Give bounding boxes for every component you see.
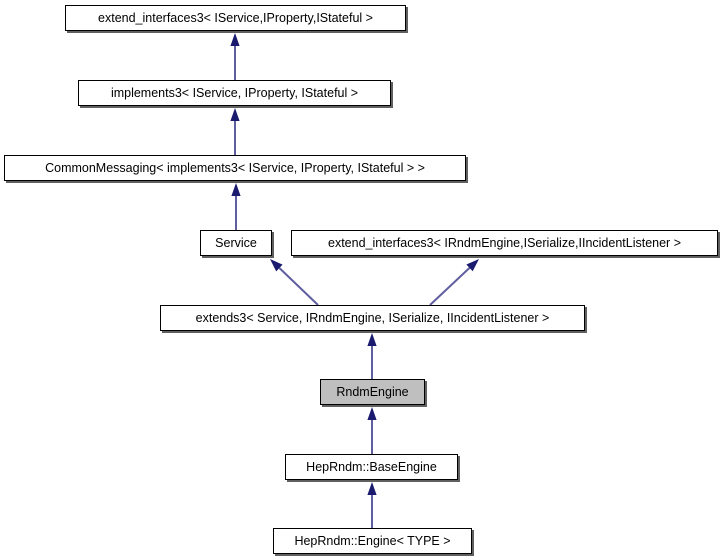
edge-arrowhead — [367, 333, 377, 346]
edge-line — [278, 267, 319, 306]
class-node-label: CommonMessaging< implements3< IService, … — [45, 160, 425, 175]
class-node-rndm-engine[interactable]: RndmEngine — [320, 379, 425, 405]
class-node-label: HepRndm::BaseEngine — [306, 459, 437, 474]
class-node-service[interactable]: Service — [200, 230, 272, 256]
class-node-label: implements3< IService, IProperty, IState… — [110, 85, 359, 100]
edge-arrowhead — [230, 33, 240, 46]
class-node-implements3[interactable]: implements3< IService, IProperty, IState… — [78, 80, 391, 106]
class-node-label: extends3< Service, IRndmEngine, ISeriali… — [195, 310, 550, 325]
edge-arrowhead — [230, 108, 240, 121]
edge-arrowhead — [367, 482, 377, 495]
class-node-extend-interfaces3-rndm[interactable]: extend_interfaces3< IRndmEngine,ISeriali… — [291, 230, 718, 256]
edge-arrowhead — [367, 407, 377, 420]
edge-line — [429, 267, 471, 306]
inheritance-edge — [367, 407, 377, 454]
class-node-label: extend_interfaces3< IService,IProperty,I… — [98, 10, 373, 25]
class-node-label: HepRndm::Engine< TYPE > — [294, 533, 451, 548]
edge-arrowhead — [231, 183, 241, 196]
class-node-hep-base-engine[interactable]: HepRndm::BaseEngine — [285, 454, 458, 480]
class-node-common-messaging[interactable]: CommonMessaging< implements3< IService, … — [4, 155, 466, 181]
inheritance-edge — [367, 333, 377, 379]
class-node-label: RndmEngine — [336, 384, 409, 399]
inheritance-edge — [367, 482, 377, 528]
inheritance-edge — [429, 259, 479, 306]
class-node-extend-interfaces3-service[interactable]: extend_interfaces3< IService,IProperty,I… — [65, 5, 406, 31]
edge-arrowhead — [466, 259, 479, 272]
inheritance-edge — [231, 183, 241, 230]
inheritance-edge — [230, 33, 240, 80]
class-node-extends3[interactable]: extends3< Service, IRndmEngine, ISeriali… — [160, 305, 585, 331]
inheritance-edge — [270, 259, 319, 306]
class-node-label: Service — [215, 235, 257, 250]
class-node-hep-engine-type[interactable]: HepRndm::Engine< TYPE > — [273, 528, 472, 554]
class-node-label: extend_interfaces3< IRndmEngine,ISeriali… — [328, 235, 681, 250]
inheritance-edge — [230, 108, 240, 155]
edge-arrowhead — [270, 259, 283, 272]
